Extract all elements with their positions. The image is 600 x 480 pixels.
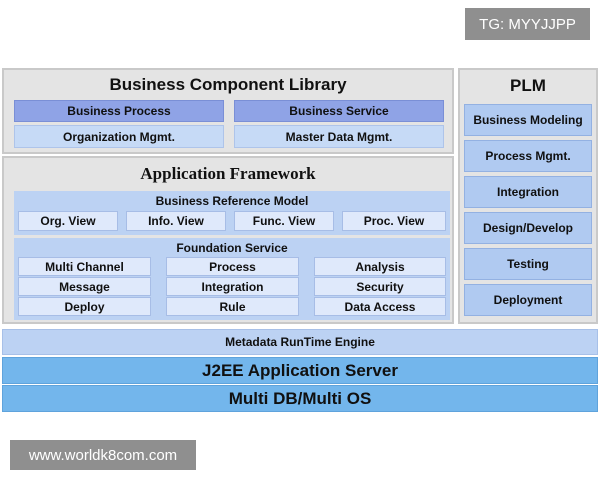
plm-title: PLM <box>510 76 546 95</box>
watermark-top-badge: TG: MYYJJPP <box>465 8 590 40</box>
bcl-title: Business Component Library <box>109 75 347 94</box>
fs-process: Process <box>166 257 299 276</box>
j2ee-application-server-layer: J2EE Application Server <box>2 357 598 384</box>
bcl-business-service: Business Service <box>234 100 444 122</box>
bcl-business-process: Business Process <box>14 100 224 122</box>
plm-process-mgmt: Process Mgmt. <box>464 140 592 172</box>
metadata-runtime-engine-layer: Metadata RunTime Engine <box>2 329 598 355</box>
brm-func-view: Func. View <box>234 211 334 231</box>
multi-db-multi-os-layer: Multi DB/Multi OS <box>2 385 598 412</box>
bcl-organization-mgmt: Organization Mgmt. <box>14 125 224 148</box>
fs-title: Foundation Service <box>176 241 288 255</box>
business-reference-model-box: Business Reference Model Org. View Info.… <box>14 191 450 235</box>
plm-deployment: Deployment <box>464 284 592 316</box>
fs-rule: Rule <box>166 297 299 316</box>
brm-title: Business Reference Model <box>155 194 309 208</box>
fs-integration: Integration <box>166 277 299 296</box>
fs-deploy: Deploy <box>18 297 151 316</box>
plm-design-develop: Design/Develop <box>464 212 592 244</box>
watermark-top-text: TG: MYYJJPP <box>479 15 576 33</box>
bcl-master-data-mgmt: Master Data Mgmt. <box>234 125 444 148</box>
plm-integration: Integration <box>464 176 592 208</box>
watermark-bottom-badge: www.worldk8com.com <box>10 440 196 470</box>
plm-panel: PLM Business Modeling Process Mgmt. Inte… <box>458 68 598 324</box>
business-component-library-panel: Business Component Library Business Proc… <box>2 68 454 154</box>
fs-analysis: Analysis <box>314 257 446 276</box>
foundation-service-box: Foundation Service Multi Channel Message… <box>14 238 450 320</box>
af-title: Application Framework <box>140 164 316 183</box>
brm-info-view: Info. View <box>126 211 226 231</box>
fs-security: Security <box>314 277 446 296</box>
fs-multi-channel: Multi Channel <box>18 257 151 276</box>
brm-org-view: Org. View <box>18 211 118 231</box>
fs-data-access: Data Access <box>314 297 446 316</box>
plm-business-modeling: Business Modeling <box>464 104 592 136</box>
application-framework-panel: Application Framework Business Reference… <box>2 156 454 324</box>
watermark-bottom-text: www.worldk8com.com <box>28 446 178 464</box>
brm-proc-view: Proc. View <box>342 211 446 231</box>
fs-message: Message <box>18 277 151 296</box>
plm-testing: Testing <box>464 248 592 280</box>
